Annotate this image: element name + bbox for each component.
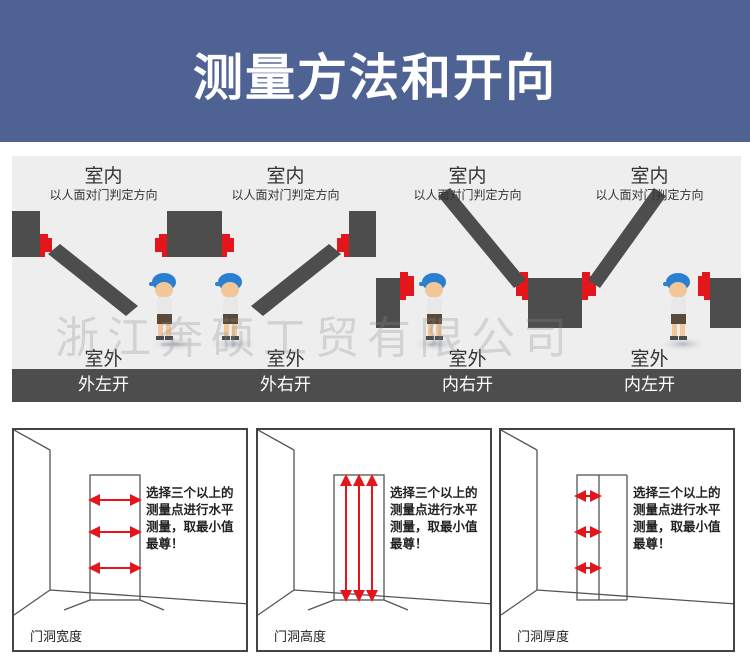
measure-tip: 选择三个以上的 测量点进行水平 测量，取最小值 最尊！: [390, 485, 478, 551]
door-scene-illustration: [12, 211, 195, 352]
outdoor-label: 室外: [630, 348, 669, 370]
direction-note: 以人面对门判定方向: [49, 188, 158, 202]
diagram-caption: 门洞厚度: [517, 630, 570, 645]
door-scene-illustration: [558, 188, 741, 352]
diagram-caption: 门洞宽度: [30, 630, 83, 645]
room-sketch: [501, 430, 733, 616]
door-scene-illustration: [376, 188, 559, 352]
measure-diagram-thickness: 选择三个以上的 测量点进行水平 测量，取最小值 最尊！ 门洞厚度: [499, 428, 735, 652]
measure-tip: 选择三个以上的 测量点进行水平 测量，取最小值 最尊！: [633, 485, 721, 551]
company-watermark: 浙江奔硕工贸有限公司: [55, 313, 575, 364]
diagram-caption: 门洞高度: [274, 630, 327, 645]
door-panel-inward-right: 室内 以人面对门判定方向 室外 内右开: [376, 156, 559, 402]
indoor-label: 室内: [266, 165, 305, 187]
room-sketch: [14, 430, 246, 616]
direction-note: 以人面对门判定方向: [413, 188, 522, 202]
direction-note: 以人面对门判定方向: [595, 188, 704, 202]
outdoor-label: 室外: [448, 348, 487, 370]
room-sketch: [258, 430, 490, 616]
measure-diagram-height: 选择三个以上的 测量点进行水平 测量，取最小值 最尊！ 门洞高度: [256, 428, 492, 652]
indoor-label: 室内: [448, 165, 487, 187]
measure-tip: 选择三个以上的 测量点进行水平 测量，取最小值 最尊！: [146, 485, 234, 551]
indoor-label: 室内: [84, 165, 123, 187]
outdoor-label: 室外: [266, 348, 305, 370]
door-panel-outward-right: 室内 以人面对门判定方向 室外 外右开: [194, 156, 377, 402]
opening-direction-label: 内右开: [376, 369, 559, 402]
measure-diagram-width: 选择三个以上的 测量点进行水平 测量，取最小值 最尊！ 门洞宽度: [12, 428, 248, 652]
direction-note: 以人面对门判定方向: [231, 188, 340, 202]
outdoor-label: 室外: [84, 348, 123, 370]
opening-direction-label: 外左开: [12, 369, 195, 402]
page-title: 测量方法和开向: [193, 49, 557, 107]
indoor-label: 室内: [630, 165, 669, 187]
opening-direction-label: 外右开: [194, 369, 377, 402]
door-panel-inward-left: 室内 以人面对门判定方向 室外 内左开: [558, 156, 741, 402]
header-banner: 测量方法和开向: [0, 0, 750, 142]
door-scene-illustration: [194, 211, 377, 352]
opening-direction-label: 内左开: [558, 369, 741, 402]
door-panel-outward-left: 室内 以人面对门判定方向 室外 外左开: [12, 156, 195, 402]
